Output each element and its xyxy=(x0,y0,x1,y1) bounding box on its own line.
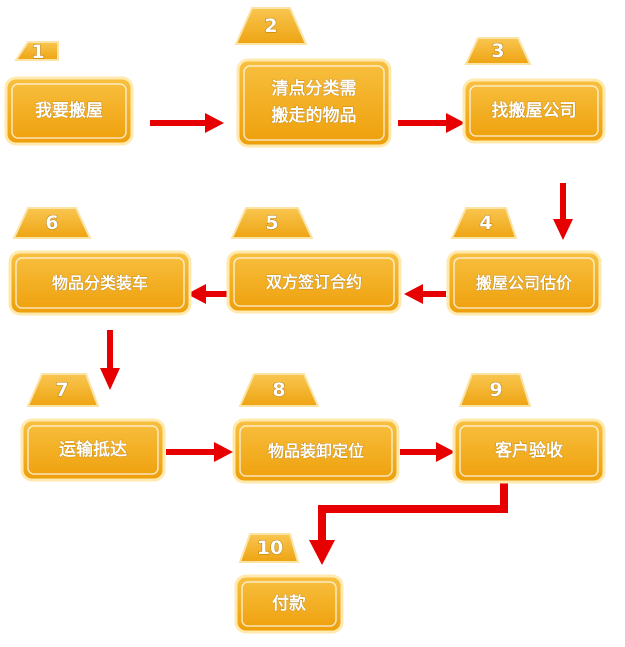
step-2-label-line1: 清点分类需 xyxy=(272,78,357,99)
step-5-label: 双方签订合约 xyxy=(266,273,362,292)
step-1-box xyxy=(4,76,134,146)
arrow-7-to-8 xyxy=(166,442,233,462)
arrow-6-to-7 xyxy=(100,330,120,390)
step-7-number: 7 xyxy=(55,379,68,401)
step-4-box xyxy=(446,250,602,316)
step-5: 5 双方签订合约 xyxy=(226,207,402,314)
step-9-label: 客户验收 xyxy=(494,440,563,461)
step-2-box xyxy=(236,58,392,148)
step-5-box xyxy=(226,250,402,314)
arrow-2-to-3 xyxy=(398,113,465,133)
step-7-tab xyxy=(26,373,100,407)
step-9-box xyxy=(452,418,606,484)
step-1-number: 1 xyxy=(31,41,44,63)
step-8: 8 物品装卸定位 xyxy=(232,373,400,484)
step-10-tab xyxy=(238,533,300,563)
step-8-label: 物品装卸定位 xyxy=(268,442,364,461)
step-1-label: 我要搬屋 xyxy=(35,100,103,121)
step-5-tab xyxy=(230,207,314,239)
step-4-number: 4 xyxy=(479,212,492,234)
arrow-1-to-2 xyxy=(150,113,224,133)
step-3-label: 找搬屋公司 xyxy=(492,100,577,121)
step-2: 2 清点分类需 搬走的物品 xyxy=(234,7,392,148)
step-10-box xyxy=(234,574,344,634)
step-1: 1 我要搬屋 xyxy=(4,41,134,146)
arrow-3-to-4 xyxy=(553,183,573,240)
step-8-tab xyxy=(238,373,320,407)
arrow-5-to-6 xyxy=(187,284,228,304)
step-7: 7 运输抵达 xyxy=(20,373,166,482)
step-7-box xyxy=(20,418,166,482)
step-9: 9 客户验收 xyxy=(452,373,606,484)
step-9-number: 9 xyxy=(489,379,502,401)
step-4-tab xyxy=(450,207,518,239)
step-6-tab xyxy=(12,207,92,239)
step-2-label-line2: 搬走的物品 xyxy=(272,105,357,126)
step-3: 3 找搬屋公司 xyxy=(462,37,606,144)
step-6-box xyxy=(8,250,192,316)
step-3-box xyxy=(462,78,606,144)
step-2-tab xyxy=(234,7,308,45)
step-1-tab xyxy=(14,41,59,61)
step-10-label: 付款 xyxy=(272,593,307,614)
step-9-tab xyxy=(458,373,532,407)
step-7-label: 运输抵达 xyxy=(59,439,127,460)
step-4: 4 搬屋公司估价 xyxy=(446,207,602,316)
step-10: 10 付款 xyxy=(234,533,344,634)
step-10-number: 10 xyxy=(257,537,283,559)
arrow-8-to-9 xyxy=(400,442,455,462)
step-5-number: 5 xyxy=(265,212,278,234)
step-2-number: 2 xyxy=(264,15,277,37)
step-6-label: 物品分类装车 xyxy=(52,274,148,293)
step-6: 6 物品分类装车 xyxy=(8,207,192,316)
step-6-number: 6 xyxy=(45,212,58,234)
step-3-tab xyxy=(464,37,532,65)
step-3-number: 3 xyxy=(491,40,504,62)
arrow-9-to-10 xyxy=(309,483,508,565)
step-8-number: 8 xyxy=(272,379,285,401)
step-4-label: 搬屋公司估价 xyxy=(476,274,573,293)
arrow-4-to-5 xyxy=(404,284,446,304)
step-8-box xyxy=(232,418,400,484)
